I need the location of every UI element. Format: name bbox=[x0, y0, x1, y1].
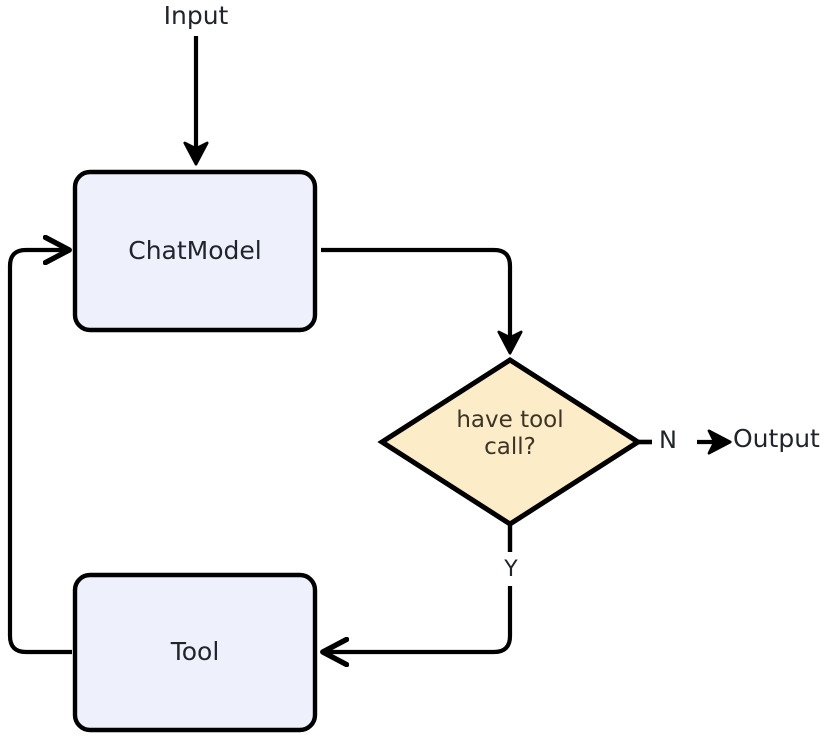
edge-decision-yes-to-tool bbox=[326, 524, 513, 652]
node-tool[interactable] bbox=[72, 572, 318, 733]
chatmodel-label: ChatModel bbox=[128, 236, 262, 265]
decision-label-line-2: call? bbox=[484, 434, 536, 461]
tool-label: Tool bbox=[170, 637, 220, 666]
output-label: Output bbox=[733, 424, 820, 453]
node-chatmodel[interactable] bbox=[72, 169, 318, 333]
edge-tool-to-chatmodel-loop bbox=[7, 250, 72, 655]
input-label: Input bbox=[163, 1, 229, 30]
branch-yes-label: Y bbox=[504, 557, 518, 582]
branch-no-label: N bbox=[659, 426, 677, 454]
edge-chatmodel-to-decision bbox=[321, 247, 523, 355]
decision-label-line-1: have tool bbox=[456, 407, 564, 433]
